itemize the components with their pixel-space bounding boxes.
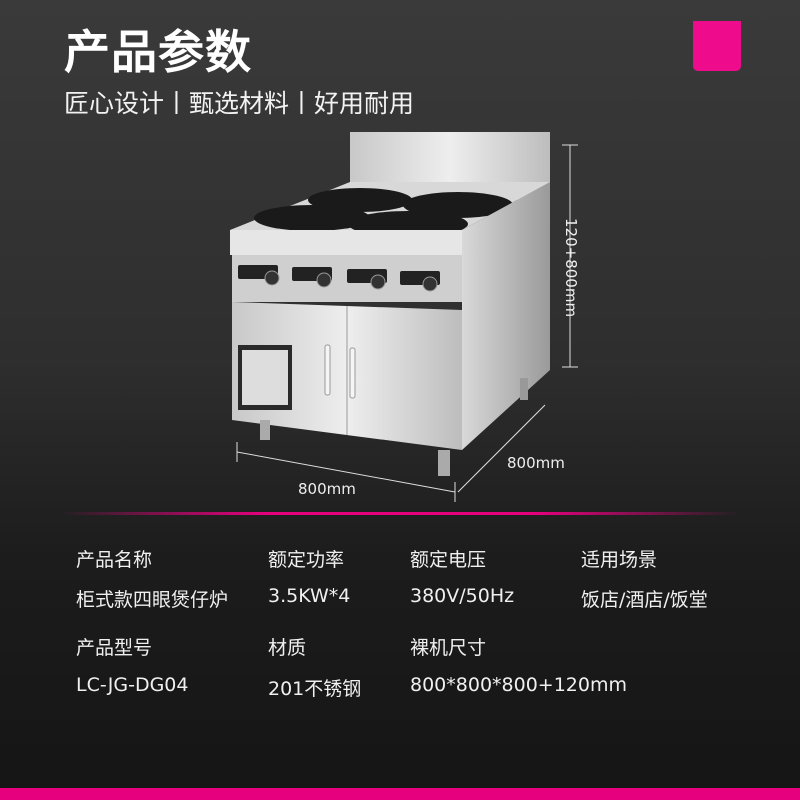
accent-badge bbox=[693, 21, 741, 71]
width-dimension-label: 800mm bbox=[298, 480, 356, 498]
knob bbox=[264, 270, 280, 286]
door-handle bbox=[349, 347, 356, 399]
spec-value: 柜式款四眼煲仔炉 bbox=[76, 589, 229, 611]
spec-label: 额定电压 bbox=[410, 549, 487, 571]
spec-label: 裸机尺寸 bbox=[410, 637, 487, 659]
knob bbox=[370, 274, 386, 290]
front-strip bbox=[230, 230, 462, 255]
knob bbox=[316, 272, 332, 288]
spec-label: 额定功率 bbox=[268, 549, 345, 571]
leg bbox=[520, 378, 528, 400]
spec-value: 3.5KW*4 bbox=[268, 585, 351, 607]
knob bbox=[422, 276, 438, 292]
burner bbox=[403, 192, 513, 218]
spec-sticker-body bbox=[242, 350, 288, 405]
door-handle bbox=[324, 344, 331, 396]
burner bbox=[254, 205, 370, 231]
page-title: 产品参数 bbox=[64, 25, 252, 79]
leg bbox=[260, 420, 270, 440]
spec-value: 201不锈钢 bbox=[268, 678, 362, 700]
product-image-induction-stove bbox=[230, 132, 578, 502]
spec-value: 800*800*800+120mm bbox=[410, 674, 627, 696]
leg bbox=[438, 450, 450, 476]
spec-label: 材质 bbox=[268, 637, 307, 659]
spec-label: 产品名称 bbox=[76, 549, 153, 571]
divider bbox=[60, 512, 740, 515]
depth-dimension-label: 800mm bbox=[507, 454, 565, 472]
bottom-accent-bar bbox=[0, 788, 800, 800]
height-dimension-label: 120+800mm bbox=[562, 218, 580, 318]
spec-value: 饭店/酒店/饭堂 bbox=[581, 589, 708, 611]
spec-value: 380V/50Hz bbox=[410, 585, 515, 607]
spec-label: 适用场景 bbox=[581, 549, 658, 571]
dimension-lines bbox=[236, 144, 578, 502]
spec-value: LC-JG-DG04 bbox=[76, 674, 189, 696]
spec-label: 产品型号 bbox=[76, 637, 153, 659]
page-subtitle: 匠心设计丨甄选材料丨好用耐用 bbox=[64, 89, 415, 118]
